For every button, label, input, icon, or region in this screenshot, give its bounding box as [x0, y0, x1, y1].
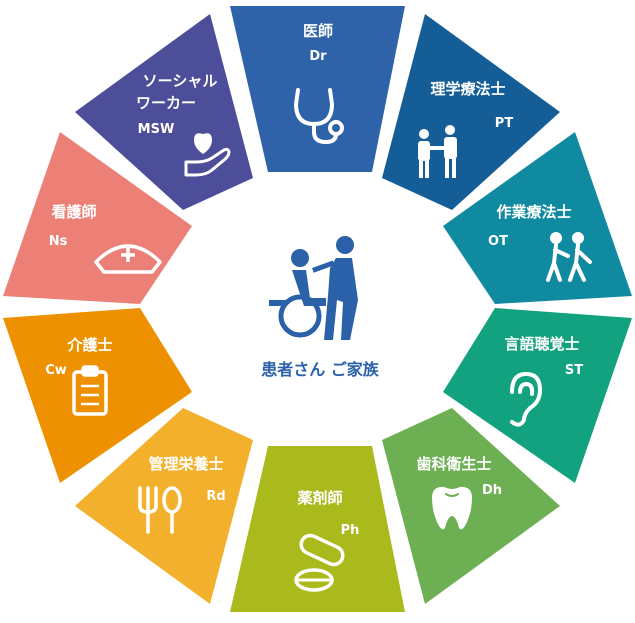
- segment-doctor: 医師 Dr: [230, 6, 405, 172]
- segment-occupational-therapist-shape: [443, 132, 632, 304]
- nurse-cap-icon: [94, 244, 162, 274]
- segment-care-worker-abbr: Cw: [45, 363, 67, 378]
- segment-nurse-name: 看護師: [51, 203, 96, 221]
- center-patient-family: 患者さん ご家族: [261, 236, 380, 379]
- segment-physical-therapist-name: 理学療法士: [430, 80, 505, 98]
- segment-physical-therapist: 理学療法士 PT: [382, 14, 560, 210]
- segment-occupational-therapist: 作業療法士 OT: [443, 132, 632, 304]
- segment-dental-hygienist-abbr: Dh: [482, 483, 502, 498]
- segment-speech-therapist-name: 言語聴覚士: [504, 335, 579, 353]
- ear-icon: [510, 371, 543, 427]
- segment-social-worker-name-line1: ソーシャル: [143, 72, 218, 90]
- segment-occupational-therapist-name: 作業療法士: [496, 203, 571, 221]
- segment-nurse-shape: [3, 132, 192, 304]
- segment-social-worker: ソーシャル ワーカー MSW: [75, 14, 253, 210]
- segment-social-worker-name-line2: ワーカー: [136, 94, 196, 112]
- segment-nurse: 看護師 Ns: [3, 132, 192, 304]
- segment-dental-hygienist: 歯科衛生士 Dh: [382, 408, 560, 604]
- segment-doctor-abbr: Dr: [309, 49, 327, 64]
- segment-pharmacist-abbr: Ph: [341, 523, 360, 538]
- wheelchair-caregiver-icon: [269, 236, 358, 340]
- segment-pharmacist-shape: [230, 446, 405, 612]
- clipboard-icon: [72, 365, 108, 416]
- segment-pharmacist-name: 薬剤師: [296, 489, 342, 507]
- segment-care-worker-name: 介護士: [66, 336, 112, 354]
- people-support-icon: [418, 125, 457, 178]
- segment-nurse-abbr: Ns: [49, 234, 68, 249]
- center-label: 患者さん ご家族: [261, 360, 380, 379]
- stethoscope-icon: [293, 88, 344, 145]
- segment-dietitian-name: 管理栄養士: [148, 455, 223, 473]
- segment-occupational-therapist-abbr: OT: [488, 234, 508, 249]
- tooth-icon: [432, 486, 472, 530]
- people-walking-icon: [546, 232, 592, 282]
- segment-speech-therapist-abbr: ST: [565, 363, 583, 378]
- segment-physical-therapist-abbr: PT: [495, 116, 514, 131]
- heart-hand-icon: [184, 133, 231, 177]
- fork-spoon-icon: [138, 486, 182, 534]
- pill-icon: [294, 533, 345, 592]
- segment-pharmacist: 薬剤師 Ph: [230, 446, 405, 612]
- segment-dietitian-abbr: Rd: [206, 489, 225, 504]
- segment-social-worker-abbr: MSW: [138, 122, 175, 137]
- segment-care-worker: 介護士 Cw: [3, 308, 192, 483]
- segment-speech-therapist: 言語聴覚士 ST: [443, 308, 632, 483]
- segment-dental-hygienist-name: 歯科衛生士: [416, 455, 491, 473]
- segment-doctor-name: 医師: [303, 22, 333, 40]
- segment-doctor-shape: [230, 6, 405, 172]
- segment-dietitian: 管理栄養士 Rd: [75, 408, 253, 604]
